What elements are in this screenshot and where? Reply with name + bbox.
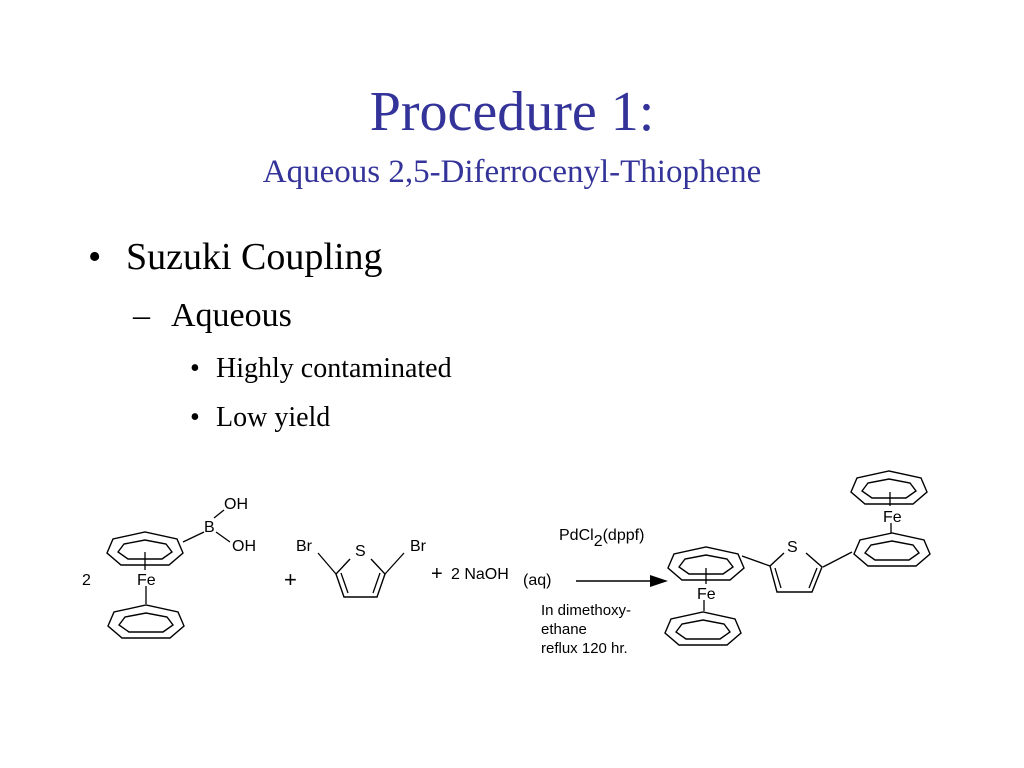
- cyclopentadienyl-ring: [664, 611, 742, 646]
- c-br-bond-left: [317, 552, 337, 575]
- catalyst-subscript: 2: [594, 533, 603, 550]
- coefficient-label: 2: [82, 572, 91, 589]
- double-bond-right: [808, 567, 818, 589]
- condition-line: In dimethoxy-: [541, 602, 631, 619]
- diferrocenylthiophene: Fe S Fe: [664, 470, 931, 646]
- slide-subtitle: Aqueous 2,5-Diferrocenyl-Thiophene: [262, 154, 762, 190]
- cyclopentadienyl-ring: [850, 470, 928, 505]
- bullet-level3: • Low yield: [190, 401, 330, 435]
- cyclopentadienyl-ring-bottom: [107, 604, 185, 639]
- reaction-arrow-head: [650, 575, 668, 587]
- reaction-scheme: 2 Fe B OH OH + S Br Br + 2 NaOH: [82, 470, 931, 657]
- c-c-bond-left: [741, 555, 771, 567]
- ferroceneboronic-acid: 2 Fe B OH OH: [82, 496, 256, 639]
- bromine-label-right: Br: [410, 538, 427, 555]
- catalyst-label: PdCl2(dppf): [559, 527, 644, 550]
- bullet-marker: •: [190, 402, 200, 433]
- bullet-level2: –Aqueous: [133, 296, 292, 336]
- bromine-label-left: Br: [296, 538, 313, 555]
- double-bond-right: [372, 572, 381, 594]
- condition-line: reflux 120 hr.: [541, 640, 628, 657]
- c-br-bond-right: [384, 552, 405, 575]
- plus-sign: +: [284, 567, 297, 592]
- cyclopentadienyl-ring: [853, 532, 931, 567]
- bullet-level1: • Suzuki Coupling: [88, 234, 383, 280]
- thiophene-ring: [769, 552, 823, 593]
- bullet-marker: •: [190, 353, 200, 384]
- c-b-bond: [182, 531, 205, 543]
- bullet-text: Highly contaminated: [216, 353, 452, 384]
- condition-line: ethane: [541, 621, 587, 638]
- oh-label-top: OH: [224, 496, 248, 513]
- slide-title: Procedure 1:: [369, 81, 655, 143]
- naoh-label: 2 NaOH: [451, 566, 509, 583]
- aqueous-state-label: (aq): [523, 572, 551, 589]
- fe-label: Fe: [137, 572, 156, 589]
- oh-label-bottom: OH: [232, 538, 256, 555]
- sulfur-label: S: [355, 543, 366, 560]
- double-bond-left: [774, 567, 782, 589]
- thiophene-ring: [335, 558, 386, 598]
- catalyst-prefix: PdCl: [559, 527, 594, 544]
- fe-label-top: Fe: [883, 509, 902, 526]
- dash-marker: –: [133, 297, 150, 334]
- double-bond-left: [340, 572, 349, 594]
- sulfur-label: S: [787, 539, 798, 556]
- bullet-text: Low yield: [216, 402, 331, 433]
- bullet-level3: • Highly contaminated: [190, 352, 452, 386]
- b-oh-bond-top: [213, 509, 225, 519]
- bullet-marker: •: [88, 236, 102, 278]
- bullet-text: Aqueous: [171, 297, 292, 334]
- c-c-bond-right: [822, 551, 853, 568]
- dibromothiophene: S Br Br: [296, 538, 427, 598]
- catalyst-ligand: (dppf): [603, 527, 645, 544]
- boron-label: B: [204, 519, 215, 536]
- bullet-text: Suzuki Coupling: [126, 236, 383, 278]
- fe-label-bottom: Fe: [697, 586, 716, 603]
- plus-sign: +: [431, 563, 443, 585]
- b-oh-bond-bottom: [215, 531, 231, 543]
